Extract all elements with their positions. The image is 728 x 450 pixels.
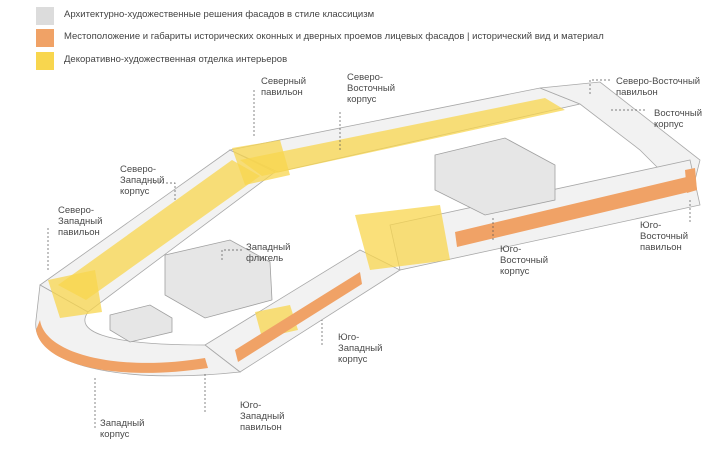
- historic-openings: [36, 168, 697, 373]
- label-west-corps: Западный корпус: [100, 418, 145, 440]
- openings-east-pavilion: [685, 168, 697, 193]
- label-northeast-pavilion: Северо-Восточный павильон: [616, 76, 701, 98]
- label-northeast-corps: Северо- Восточный корпус: [347, 72, 396, 105]
- label-west-wing: Западный флигель: [246, 242, 291, 264]
- openings-west-facade: [36, 320, 208, 373]
- leader-lines: [47, 79, 691, 428]
- small-outbuilding: [109, 304, 173, 343]
- interior-decor-northeast: [240, 98, 565, 176]
- interior-decor-northwest: [58, 160, 260, 300]
- inner-wing-east: [434, 137, 556, 216]
- label-northwest-corps: Северо- Западный корпус: [120, 164, 165, 197]
- legend-swatch-historic-openings: [36, 29, 54, 47]
- interior-decor-north-pavilion: [232, 140, 290, 185]
- interior-decor-southwest-pavilion: [355, 205, 450, 270]
- openings-southwest-facade: [235, 272, 362, 362]
- west-wing-shape: [164, 239, 273, 319]
- legend-label-historic-openings: Местоположение и габариты исторических о…: [64, 31, 604, 42]
- label-southeast-corps: Юго- Восточный корпус: [500, 244, 549, 277]
- label-southwest-corps: Юго- Западный корпус: [338, 332, 383, 365]
- label-north-pavilion: Северный павильон: [261, 76, 307, 98]
- label-northwest-pavilion: Северо- Западный павильон: [58, 205, 103, 238]
- legend-label-classicism: Архитектурно-художественные решения фаса…: [64, 9, 375, 20]
- label-southeast-pavilion: Юго- Восточный павильон: [640, 220, 689, 253]
- interior-decor-northwest-pavilion: [48, 270, 102, 318]
- openings-southeast-facade: [455, 175, 697, 247]
- legend-swatch-interior-decor: [36, 52, 54, 70]
- legend-swatch-classicism: [36, 7, 54, 25]
- interior-decor-areas: [48, 98, 565, 338]
- legend-label-interior-decor: Декоративно-художественная отделка интер…: [64, 54, 288, 65]
- label-southwest-pavilion: Юго- Западный павильон: [240, 400, 285, 433]
- label-east-corps: Восточный корпус: [654, 108, 703, 130]
- inner-wings: [109, 137, 556, 343]
